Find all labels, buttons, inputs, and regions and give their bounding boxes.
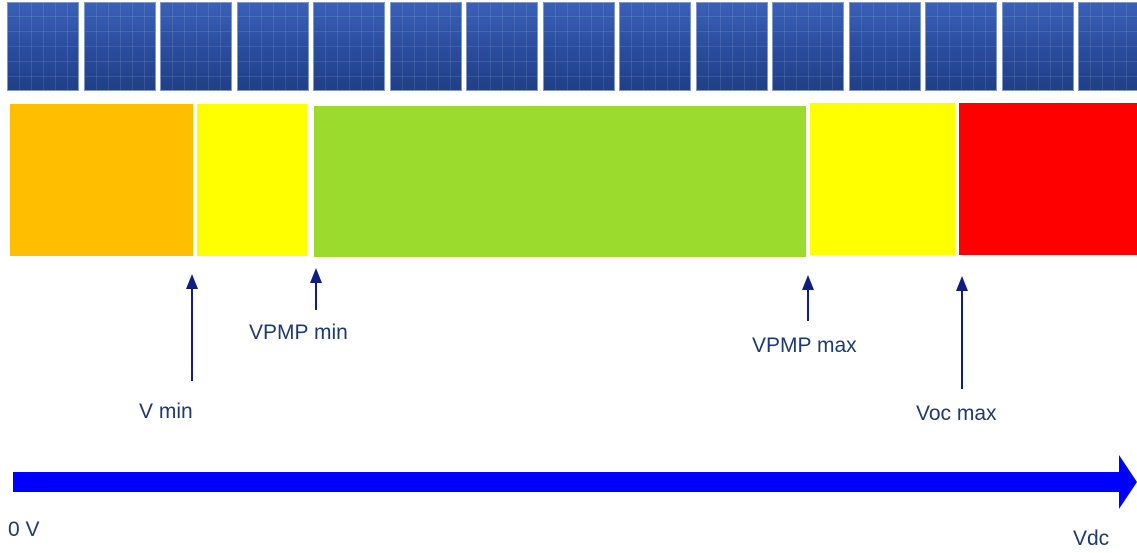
zone-vpmp-max-to-voc: [810, 103, 955, 255]
vpmp-max-label: VPMP max: [752, 334, 857, 357]
solar-panel: [1001, 2, 1074, 91]
solar-panel: [1078, 2, 1137, 91]
solar-panel: [542, 2, 615, 91]
solar-panel: [619, 2, 691, 91]
solar-panel: [695, 2, 768, 91]
solar-panel: [313, 2, 385, 91]
solar-panel: [925, 2, 997, 91]
voltage-axis-arrow: [13, 455, 1137, 509]
solar-panel: [466, 2, 538, 91]
solar-panel: [236, 2, 309, 91]
vdc-label: Vdc: [1073, 527, 1110, 550]
v-min-label: V min: [139, 400, 193, 423]
solar-panel: [160, 2, 232, 91]
zone-mpp-range: [314, 106, 806, 257]
solar-panel-row: [0, 0, 1137, 92]
vpmp-max-marker-arrow: [802, 275, 814, 321]
vpmp-min-label: VPMP min: [249, 321, 348, 344]
zone-above-voc-max: [959, 103, 1137, 255]
v-min-marker-arrow: [186, 274, 198, 381]
solar-panel: [83, 2, 156, 91]
voc-max-label: Voc max: [916, 402, 997, 425]
solar-panel: [389, 2, 462, 91]
zero-volt-label: 0 V: [8, 518, 40, 541]
solar-panel: [848, 2, 921, 91]
solar-panel: [7, 2, 79, 91]
zone-vmin-to-vpmp-min: [197, 104, 307, 256]
solar-panel: [772, 2, 844, 91]
zone-below-vmin: [10, 104, 193, 256]
vpmp-min-marker-arrow: [310, 268, 322, 310]
voc-max-marker-arrow: [956, 276, 968, 389]
